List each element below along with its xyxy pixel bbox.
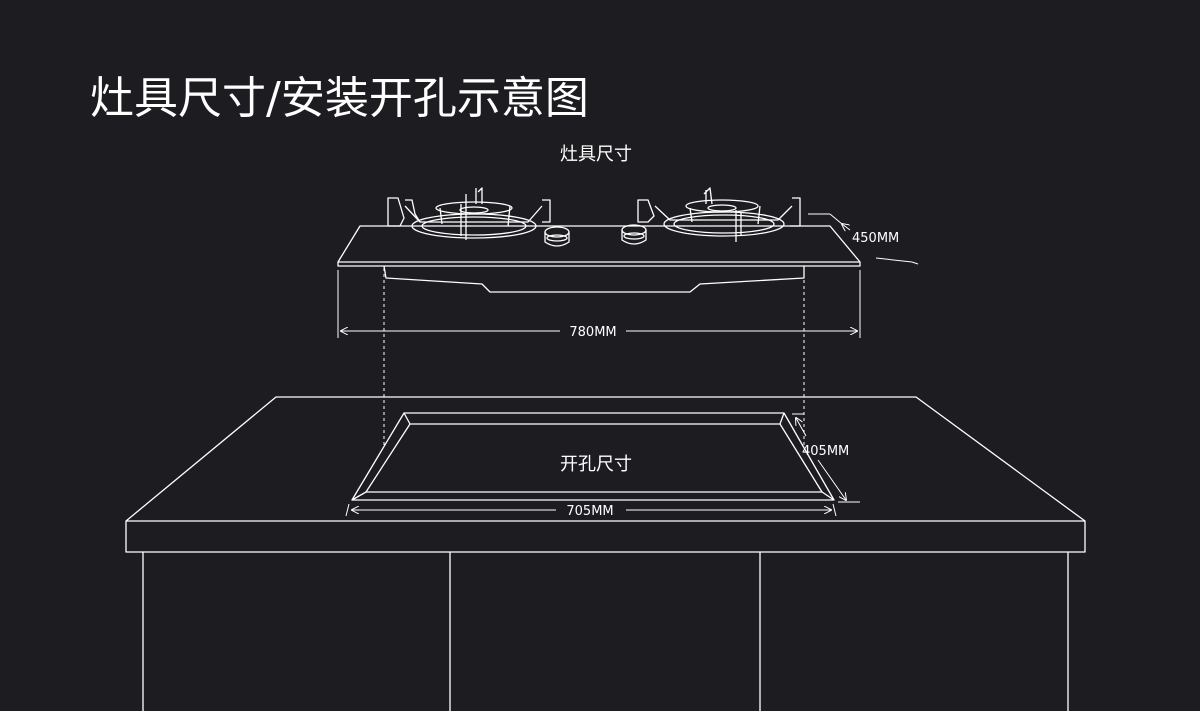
- right-burner: [637, 187, 801, 242]
- page-title: 灶具尺寸/安装开孔示意图: [90, 73, 589, 124]
- left-burner: [387, 187, 551, 240]
- stove-size-label: 灶具尺寸: [560, 144, 632, 165]
- cutout-depth-label: 405MM: [802, 444, 849, 459]
- stove-width-label: 780MM: [569, 325, 616, 340]
- right-knob: [621, 224, 647, 245]
- countertop: [125, 396, 1086, 553]
- cabinet: [142, 552, 1069, 711]
- left-knob: [544, 226, 570, 247]
- cutout-hole: [351, 412, 835, 501]
- cutout-depth-dimension: [792, 413, 860, 503]
- stove-glass-top: [337, 225, 861, 263]
- stove-drawing: [337, 187, 861, 293]
- countertop-edge: [125, 521, 1086, 553]
- cutout-size-label: 开孔尺寸: [560, 454, 632, 475]
- projection-lines: [383, 268, 805, 448]
- stove-width-dimension: [337, 270, 861, 338]
- cutout-width-label: 705MM: [566, 504, 613, 519]
- stove-depth-dimension: [808, 213, 919, 265]
- stove-body: [383, 265, 805, 293]
- cutout-width-dimension: [345, 503, 837, 517]
- stove-depth-label: 450MM: [852, 231, 899, 246]
